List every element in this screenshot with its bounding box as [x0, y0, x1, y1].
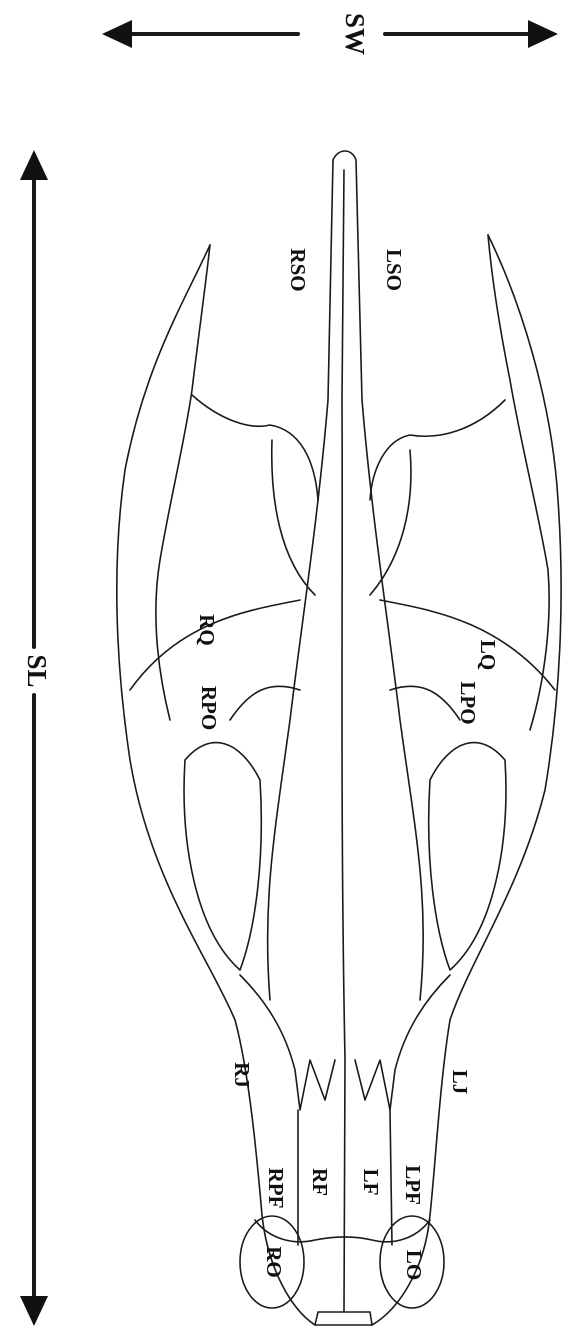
sl-label: SL	[22, 654, 52, 687]
label-lf: LF	[359, 1169, 383, 1196]
label-rpo: RPO	[197, 686, 221, 730]
label-rpf: RPF	[264, 1168, 288, 1209]
label-rq: RQ	[195, 614, 219, 646]
label-lpo: LPO	[456, 681, 480, 724]
label-rf: RF	[308, 1168, 332, 1196]
bone-labels: RSO LSO RQ LQ RPO LPO RJ LJ RPF LPF RF L…	[195, 248, 500, 1280]
sw-label: SW	[340, 13, 370, 55]
label-rj: RJ	[230, 1062, 254, 1088]
label-lq: LQ	[476, 640, 500, 670]
label-lo: LO	[402, 1250, 426, 1280]
sw-arrow	[102, 20, 558, 48]
label-lso: LSO	[382, 249, 406, 291]
label-lj: LJ	[448, 1070, 472, 1095]
median-bone	[268, 151, 424, 1312]
label-rso: RSO	[286, 248, 310, 291]
label-lpf: LPF	[401, 1165, 425, 1205]
sl-arrow	[20, 150, 48, 1326]
label-ro: RO	[262, 1246, 286, 1278]
